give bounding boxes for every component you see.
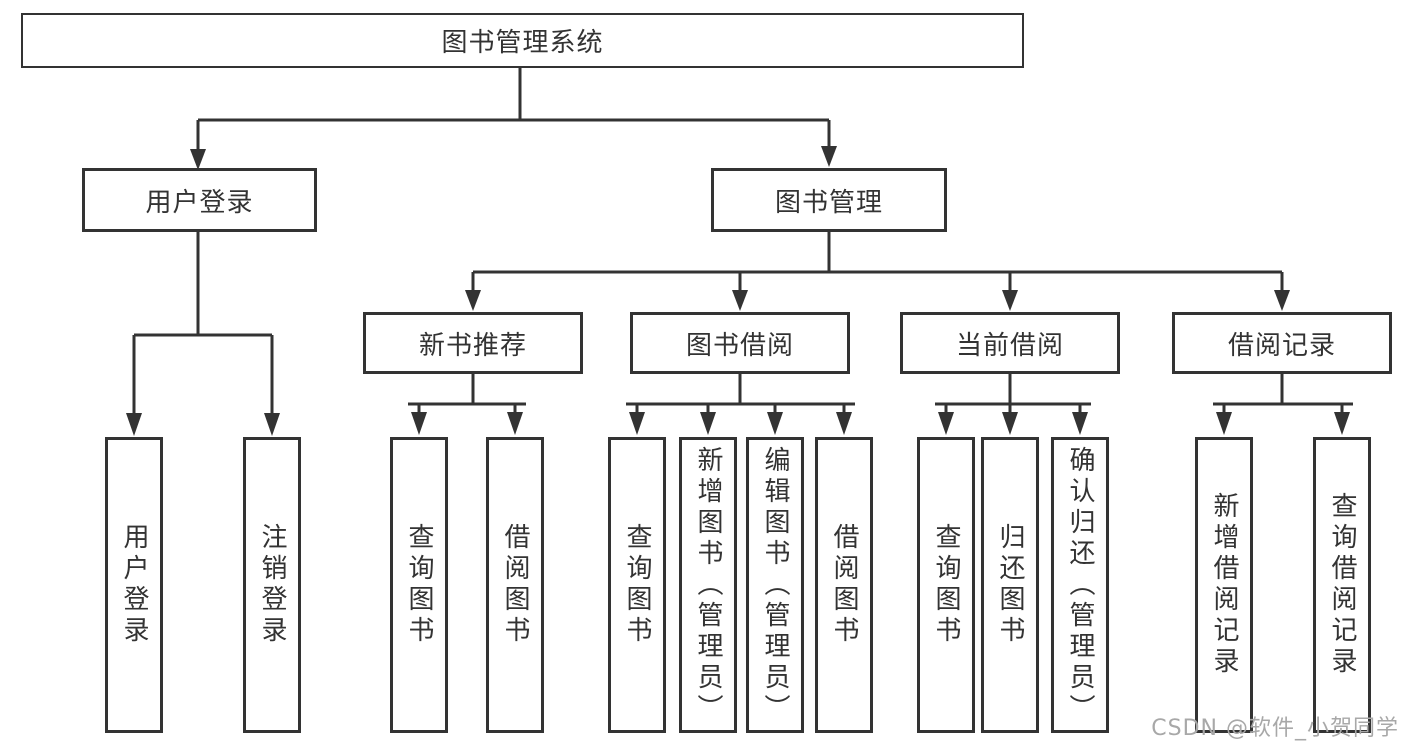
csdn-watermark: CSDN @软件_小贺同学 <box>1151 716 1399 741</box>
node-leaf-bb-edit-book-label: 编辑图书（管理员） <box>760 445 790 725</box>
node-leaf-bb-borrow-book-label: 借阅图书 <box>829 523 859 647</box>
connector-user-login-to-leaves <box>126 232 280 436</box>
connector-book-mgmt-to-level3 <box>465 232 1290 311</box>
node-leaf-logout-label: 注销登录 <box>257 523 287 647</box>
node-leaf-rec-borrow-book-label: 借阅图书 <box>500 523 530 647</box>
node-leaf-bb-query-book-label: 查询图书 <box>622 523 652 647</box>
node-leaf-cb-return-book-label: 归还图书 <box>995 523 1025 647</box>
node-root: 图书管理系统 <box>21 13 1024 68</box>
node-user-login-label: 用户登录 <box>145 187 254 218</box>
node-root-label: 图书管理系统 <box>441 28 604 58</box>
node-leaf-bb-borrow-book: 借阅图书 <box>815 437 873 733</box>
node-new-book-rec-label: 新书推荐 <box>418 330 527 361</box>
node-leaf-cb-query-book: 查询图书 <box>917 437 975 733</box>
node-leaf-logout: 注销登录 <box>243 437 301 733</box>
node-leaf-rec-query-book: 查询图书 <box>390 437 448 733</box>
node-book-mgmt-label: 图书管理 <box>774 187 883 218</box>
connector-root-to-level2 <box>190 68 837 170</box>
connector-borrow-record-to-leaves <box>1213 374 1353 435</box>
node-leaf-bb-query-book: 查询图书 <box>608 437 666 733</box>
node-new-book-rec: 新书推荐 <box>363 312 583 374</box>
node-leaf-bb-add-book-label: 新增图书（管理员） <box>693 445 723 725</box>
node-leaf-bb-add-book: 新增图书（管理员） <box>679 437 737 733</box>
node-current-borrow-label: 当前借阅 <box>955 330 1064 361</box>
node-leaf-cb-query-book-label: 查询图书 <box>931 523 961 647</box>
connector-book-borrow-to-leaves <box>626 374 855 435</box>
node-borrow-record-label: 借阅记录 <box>1227 330 1336 361</box>
node-leaf-user-login: 用户登录 <box>105 437 163 733</box>
node-leaf-br-query-record-label: 查询借阅记录 <box>1327 492 1357 678</box>
node-leaf-user-login-label: 用户登录 <box>119 523 149 647</box>
node-leaf-bb-edit-book: 编辑图书（管理员） <box>746 437 804 733</box>
node-leaf-br-add-record: 新增借阅记录 <box>1195 437 1253 733</box>
node-book-borrow-label: 图书借阅 <box>685 330 794 361</box>
node-leaf-cb-return-book: 归还图书 <box>981 437 1039 733</box>
node-leaf-cb-confirm-return: 确认归还（管理员） <box>1051 437 1109 733</box>
connector-new-book-rec-to-leaves <box>408 374 526 435</box>
node-leaf-rec-borrow-book: 借阅图书 <box>486 437 544 733</box>
node-book-mgmt: 图书管理 <box>711 168 947 232</box>
node-current-borrow: 当前借阅 <box>900 312 1120 374</box>
node-leaf-br-add-record-label: 新增借阅记录 <box>1209 492 1239 678</box>
node-user-login: 用户登录 <box>82 168 317 232</box>
node-borrow-record: 借阅记录 <box>1172 312 1392 374</box>
node-leaf-br-query-record: 查询借阅记录 <box>1313 437 1371 733</box>
connector-current-borrow-to-leaves <box>935 374 1091 435</box>
node-leaf-rec-query-book-label: 查询图书 <box>404 523 434 647</box>
node-leaf-cb-confirm-return-label: 确认归还（管理员） <box>1065 445 1095 725</box>
node-book-borrow: 图书借阅 <box>630 312 850 374</box>
